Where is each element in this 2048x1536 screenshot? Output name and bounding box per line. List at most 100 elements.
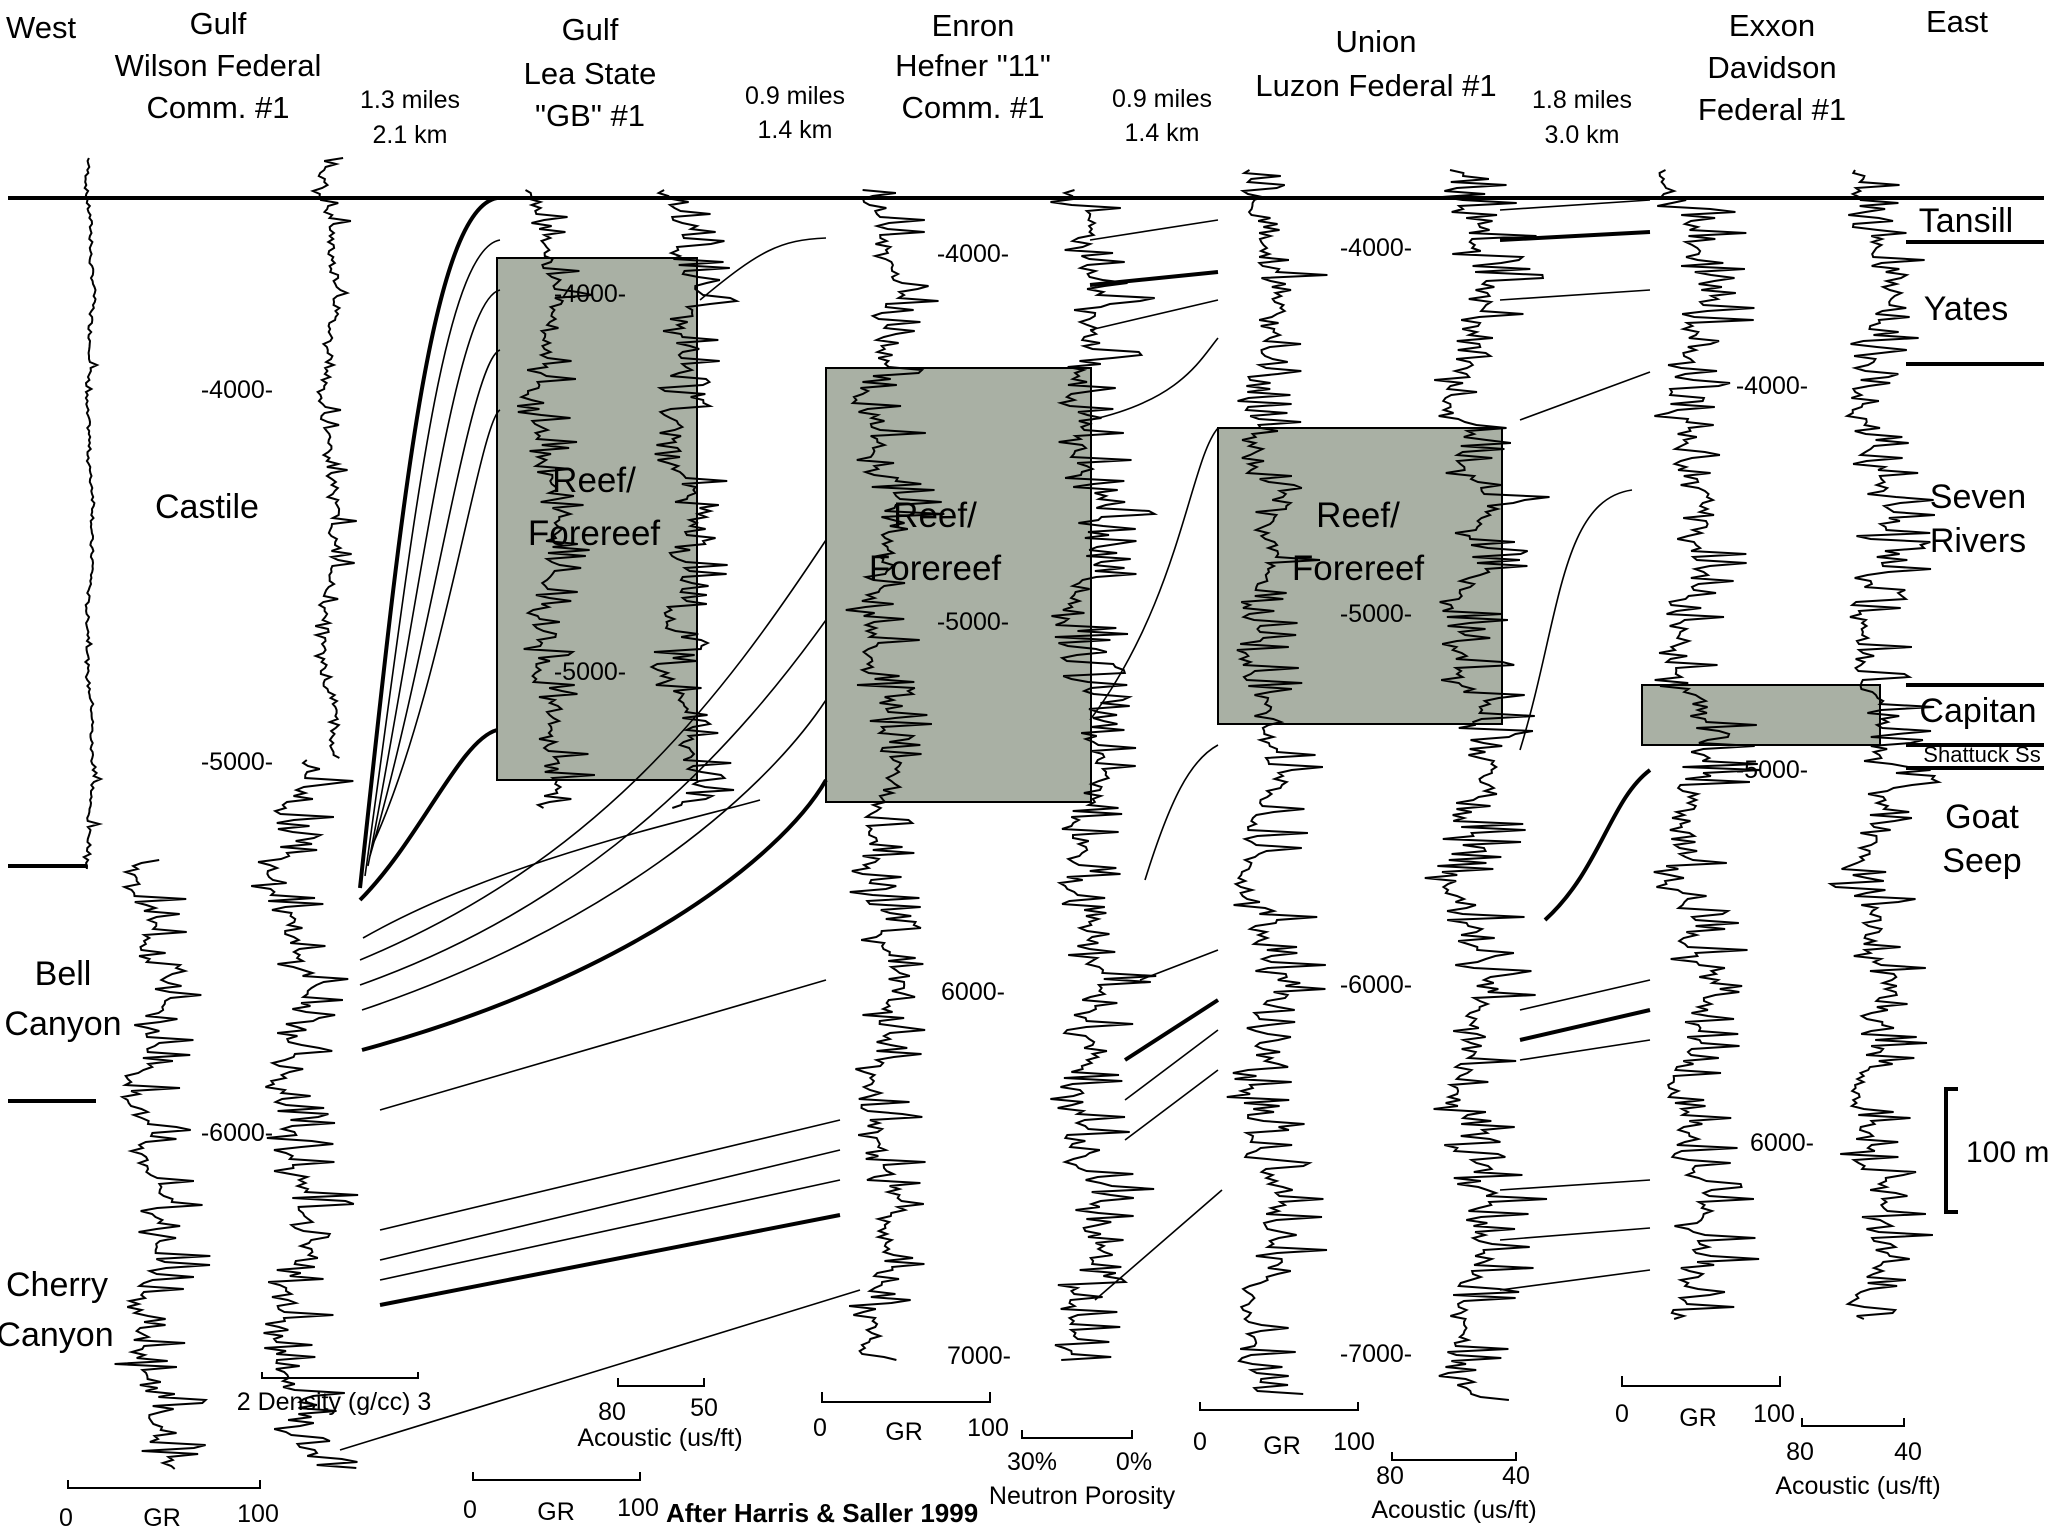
svg-text:Neutron Porosity: Neutron Porosity [989, 1482, 1176, 1510]
svg-text:Comm. #1: Comm. #1 [147, 90, 290, 125]
reef-zones [496, 257, 1881, 803]
well-2-gr-trace [517, 189, 595, 809]
correlation-line [1123, 998, 1220, 1062]
correlation-line [1499, 1179, 1651, 1191]
svg-text:Lea State: Lea State [524, 56, 657, 91]
svg-text:1.8 miles: 1.8 miles [1532, 86, 1632, 114]
correlation-lines [339, 196, 1652, 1451]
correlation-line [1089, 270, 1219, 287]
svg-text:GR: GR [143, 1504, 181, 1532]
svg-text:3.0 km: 3.0 km [1544, 121, 1619, 149]
formation-cherry-canyon: Cherry Canyon [0, 1266, 114, 1354]
svg-text:Acoustic (us/ft): Acoustic (us/ft) [577, 1424, 742, 1452]
source-credit: After Harris & Saller 1999 [666, 1498, 978, 1528]
svg-text:40: 40 [1894, 1438, 1922, 1466]
svg-text:100 m: 100 m [1966, 1136, 2048, 1169]
svg-text:100: 100 [1753, 1400, 1795, 1428]
correlation-line [379, 1119, 841, 1231]
svg-text:6000-: 6000- [1750, 1129, 1814, 1157]
svg-text:-4000-: -4000- [1340, 234, 1412, 262]
correlation-line [1499, 230, 1651, 242]
svg-text:Rivers: Rivers [1930, 522, 2026, 560]
well-2-acoustic-trace [649, 189, 741, 809]
svg-text:Acoustic (us/ft): Acoustic (us/ft) [1371, 1496, 1536, 1524]
correlation-line [1519, 1008, 1651, 1042]
svg-text:1.4 km: 1.4 km [1124, 119, 1199, 147]
svg-text:-6000-: -6000- [1340, 971, 1412, 999]
svg-text:7000-: 7000- [947, 1342, 1011, 1370]
correlation-line [361, 779, 828, 1052]
svg-text:0%: 0% [1116, 1448, 1152, 1476]
formation-bell-canyon: Bell Canyon [4, 955, 121, 1043]
svg-text:Canyon: Canyon [4, 1005, 121, 1043]
correlation-line [379, 1213, 841, 1307]
correlation-line [361, 699, 827, 1011]
svg-text:0: 0 [59, 1504, 73, 1532]
correlation-line [379, 1149, 841, 1261]
svg-text:Seep: Seep [1942, 842, 2021, 880]
svg-text:Comm. #1: Comm. #1 [902, 90, 1045, 125]
correlation-line [364, 239, 501, 877]
svg-text:Forereef: Forereef [869, 549, 1002, 588]
well-5-acoustic-trace [1827, 169, 1943, 1320]
svg-text:100: 100 [237, 1500, 279, 1528]
well-4-gr-trace [1226, 169, 1328, 1395]
formation-shattuck: Shattuck Ss [1923, 742, 2040, 767]
svg-text:Reef/: Reef/ [893, 496, 977, 535]
svg-text:-4000-: -4000- [1736, 372, 1808, 400]
east-formation-labels: Tansill Yates Seven Rivers Capitan Shatt… [1919, 202, 2041, 880]
formation-seven-rivers: Seven [1930, 478, 2026, 516]
correlation-line [1499, 1269, 1651, 1291]
svg-text:Wilson Federal: Wilson Federal [115, 48, 322, 83]
reef-labels: Reef/ Forereef Reef/ Forereef Reef/ Fore… [528, 461, 1425, 588]
well-3-header: Enron Hefner "11" Comm. #1 [895, 8, 1051, 125]
well-5-header: Exxon Davidson Federal #1 [1698, 8, 1846, 127]
svg-text:6000-: 6000- [941, 978, 1005, 1006]
svg-text:-5000-: -5000- [937, 608, 1009, 636]
east-label: East [1926, 4, 1988, 39]
formation-tansill: Tansill [1919, 202, 2013, 240]
formation-yates: Yates [1924, 290, 2008, 328]
svg-text:80: 80 [1786, 1438, 1814, 1466]
well-3-neutron-trace [1050, 189, 1159, 1361]
reef-zone-well3 [825, 367, 1092, 803]
formation-goat-seep: Goat [1945, 798, 2019, 836]
correlation-line [699, 237, 827, 301]
svg-text:Canyon: Canyon [0, 1316, 114, 1354]
well-1-density-trace-lower [251, 759, 359, 1469]
log-scales [67, 1372, 1905, 1489]
svg-text:0: 0 [1615, 1400, 1629, 1428]
svg-text:0: 0 [813, 1414, 827, 1442]
correlation-line [339, 1289, 861, 1451]
svg-text:2 Density (g/cc) 3: 2 Density (g/cc) 3 [237, 1388, 432, 1416]
svg-text:GR: GR [537, 1498, 575, 1526]
svg-text:100: 100 [967, 1414, 1009, 1442]
correlation-line [1519, 371, 1651, 421]
svg-text:GR: GR [885, 1418, 923, 1446]
correlation-line [1543, 768, 1652, 922]
correlation-line [1519, 489, 1633, 751]
svg-text:0: 0 [463, 1496, 477, 1524]
formation-boundaries [8, 240, 2044, 1103]
correlation-line [1499, 289, 1651, 301]
svg-text:2.1 km: 2.1 km [372, 121, 447, 149]
svg-text:-7000-: -7000- [1340, 1340, 1412, 1368]
svg-text:0.9 miles: 0.9 miles [745, 82, 845, 110]
well-distances: 1.3 miles 2.1 km 0.9 miles 1.4 km 0.9 mi… [360, 82, 1632, 149]
svg-text:-6000-: -6000- [201, 1119, 273, 1147]
correlation-line [1144, 744, 1219, 881]
well-5-gr-trace [1653, 169, 1761, 1320]
svg-text:1.4 km: 1.4 km [757, 116, 832, 144]
well-1-header: Gulf Wilson Federal Comm. #1 [115, 6, 322, 125]
well-1-gr-trace-lower [114, 859, 211, 1470]
correlation-line [359, 619, 827, 986]
svg-text:1.3 miles: 1.3 miles [360, 86, 460, 114]
log-scale-labels: 0 GR 100 2 Density (g/cc) 3 80 50 Acoust… [59, 1388, 1941, 1532]
correlation-line [1089, 299, 1219, 331]
svg-text:80: 80 [1376, 1462, 1404, 1490]
correlation-line [1519, 1039, 1651, 1061]
svg-text:-4000-: -4000- [201, 376, 273, 404]
svg-text:Forereef: Forereef [1292, 549, 1425, 588]
svg-text:Gulf: Gulf [562, 12, 619, 47]
